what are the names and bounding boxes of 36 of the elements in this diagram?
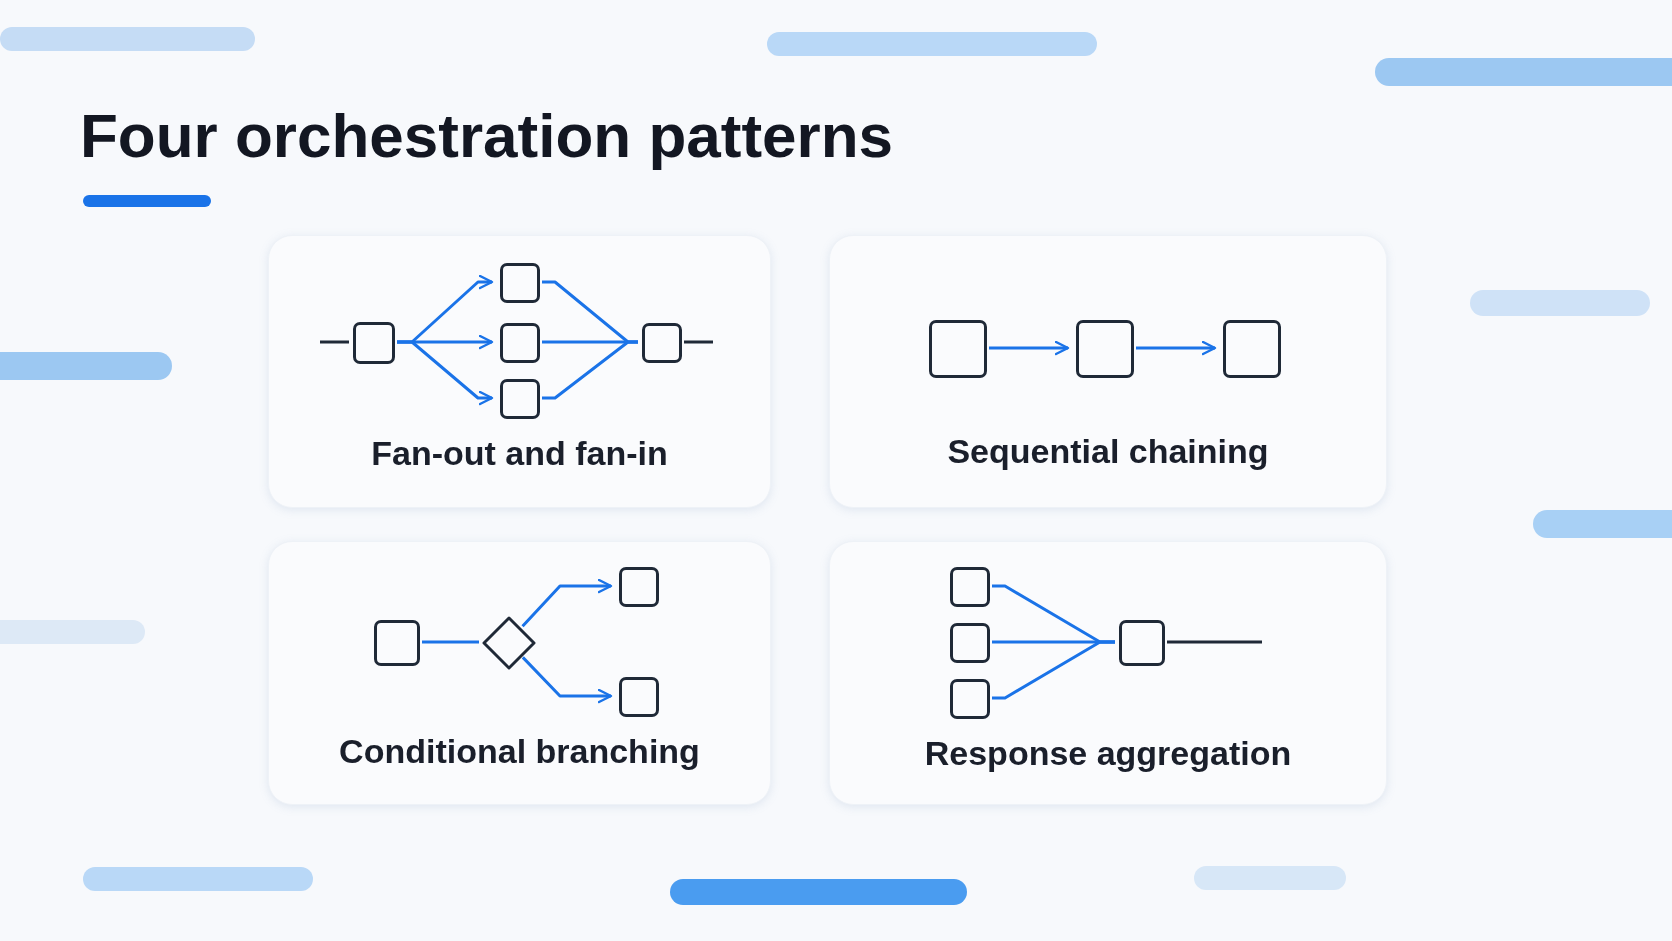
step-box [619, 677, 659, 717]
step-box [950, 623, 990, 663]
connector-line [992, 640, 1115, 700]
connector-line [1167, 640, 1262, 644]
step-box [500, 263, 540, 303]
step-box [1076, 320, 1134, 378]
step-box [950, 567, 990, 607]
step-box [500, 379, 540, 419]
step-box [929, 320, 987, 378]
arrow [521, 656, 613, 704]
step-box [950, 679, 990, 719]
step-box [642, 323, 682, 363]
pattern-label: Conditional branching [339, 732, 700, 771]
connector-line [684, 340, 713, 344]
step-box [1119, 620, 1165, 666]
pattern-card [829, 235, 1387, 508]
step-box [374, 620, 420, 666]
connector-line [320, 340, 349, 344]
step-box [619, 567, 659, 607]
step-box [1223, 320, 1281, 378]
connector-line [422, 640, 479, 644]
pattern-label: Response aggregation [924, 734, 1292, 773]
connector-line [542, 340, 638, 400]
pattern-card [829, 541, 1387, 805]
pattern-card [268, 235, 771, 508]
step-box [353, 322, 395, 364]
arrow [989, 340, 1070, 356]
arrow [397, 340, 494, 406]
step-box [500, 323, 540, 363]
decision-diamond [482, 616, 536, 670]
arrow [521, 578, 613, 628]
pattern-label: Fan-out and fan-in [371, 434, 668, 473]
pattern-card [268, 541, 771, 805]
pattern-label: Sequential chaining [947, 432, 1269, 471]
title: Four orchestration patterns [80, 100, 893, 171]
arrow [1136, 340, 1217, 356]
